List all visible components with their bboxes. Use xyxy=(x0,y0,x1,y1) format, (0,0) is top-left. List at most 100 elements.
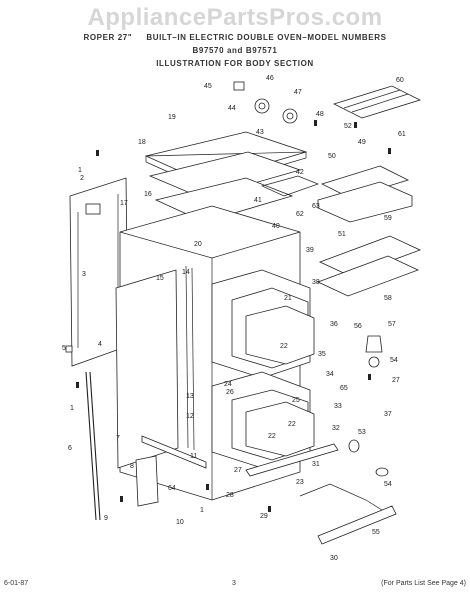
callout-22-2: 22 xyxy=(288,421,296,428)
callout-16: 16 xyxy=(144,191,152,198)
watermark: AppliancePartsPros.com xyxy=(87,4,383,31)
callout-27: 27 xyxy=(234,467,242,474)
callout-36: 36 xyxy=(330,321,338,328)
broil-element-coil xyxy=(343,89,401,109)
header-model-title: BUILT–IN ELECTRIC DOUBLE OVEN–MODEL NUMB… xyxy=(146,33,387,42)
callout-13: 13 xyxy=(186,393,194,400)
callout-12: 12 xyxy=(186,413,194,420)
lower-oven-door-frame xyxy=(245,401,315,457)
gasket-42 xyxy=(260,175,319,197)
callout-1-2: 1 xyxy=(70,405,74,412)
bottom-trim xyxy=(317,505,397,545)
screw-icon xyxy=(96,150,99,156)
oven-rack-lower xyxy=(316,255,420,297)
callout-44: 44 xyxy=(228,105,236,112)
callout-49: 49 xyxy=(358,139,366,146)
lower-element xyxy=(299,483,383,511)
bottom-rail xyxy=(245,443,339,477)
callout-54-2: 54 xyxy=(384,481,392,488)
side-channel xyxy=(185,265,189,449)
callout-15: 15 xyxy=(156,275,164,282)
callout-57: 57 xyxy=(388,321,396,328)
callout-43: 43 xyxy=(256,129,264,136)
callout-47: 47 xyxy=(294,89,302,96)
callout-24: 24 xyxy=(224,381,232,388)
callout-54: 54 xyxy=(390,357,398,364)
trim-strip xyxy=(85,371,97,521)
callout-22: 22 xyxy=(280,343,288,350)
callout-28: 28 xyxy=(226,492,234,499)
bracket xyxy=(135,455,159,507)
callout-23: 23 xyxy=(296,479,304,486)
callout-14: 14 xyxy=(182,269,190,276)
broil-element-coil xyxy=(351,93,409,113)
footer-parts-list-note: (For Parts List See Page 4) xyxy=(381,580,466,587)
callout-64: 64 xyxy=(168,485,176,492)
light-socket xyxy=(365,335,383,353)
callout-27-2: 27 xyxy=(392,377,400,384)
callout-25: 25 xyxy=(292,397,300,404)
callout-35: 35 xyxy=(318,351,326,358)
callout-62: 62 xyxy=(296,211,304,218)
callout-3: 3 xyxy=(82,271,86,278)
header-section-title: ILLUSTRATION FOR BODY SECTION xyxy=(156,59,314,68)
callout-61: 61 xyxy=(398,131,406,138)
callout-52: 52 xyxy=(344,123,352,130)
footer-date: 6-01-87 xyxy=(4,580,29,587)
callout-38: 38 xyxy=(312,279,320,286)
callout-40: 40 xyxy=(272,223,280,230)
callout-4: 4 xyxy=(98,341,102,348)
callout-31: 31 xyxy=(312,461,320,468)
callout-46: 46 xyxy=(266,75,274,82)
callout-59: 59 xyxy=(384,215,392,222)
side-panel xyxy=(115,269,179,469)
upper-oven-door-frame xyxy=(245,305,315,365)
screw-icon xyxy=(368,374,371,380)
callout-45: 45 xyxy=(204,83,212,90)
callout-53: 53 xyxy=(358,429,366,436)
callout-17: 17 xyxy=(120,200,128,207)
header-model-numbers: B97570 and B97571 xyxy=(192,46,278,55)
callout-41: 41 xyxy=(254,197,262,204)
callout-20: 20 xyxy=(194,241,202,248)
callout-6: 6 xyxy=(68,445,72,452)
trim-strip xyxy=(89,371,101,521)
screw-icon xyxy=(120,496,123,502)
side-channel xyxy=(191,267,195,451)
selector-switch xyxy=(233,81,245,91)
oven-rack-upper xyxy=(318,235,422,277)
callout-5: 5 xyxy=(62,345,66,352)
callout-58: 58 xyxy=(384,295,392,302)
clip-icon xyxy=(65,345,73,353)
callout-10: 10 xyxy=(176,519,184,526)
callout-18: 18 xyxy=(138,139,146,146)
insulation-top xyxy=(148,151,302,199)
callout-33: 33 xyxy=(334,403,342,410)
callout-63: 63 xyxy=(312,203,320,210)
callout-1-3: 1 xyxy=(200,507,204,514)
callout-29: 29 xyxy=(260,513,268,520)
screw-icon xyxy=(76,382,79,388)
callout-9: 9 xyxy=(104,515,108,522)
callout-22-3: 22 xyxy=(268,433,276,440)
callout-55: 55 xyxy=(372,529,380,536)
screw-icon xyxy=(388,148,391,154)
header-brand: ROPER 27" xyxy=(83,33,133,42)
callout-7: 7 xyxy=(116,435,120,442)
broiler-pan xyxy=(317,181,413,223)
callout-19: 19 xyxy=(168,114,176,121)
screw-icon xyxy=(206,484,209,490)
callout-8: 8 xyxy=(130,463,134,470)
lamp-holder xyxy=(375,467,389,477)
callout-60: 60 xyxy=(396,77,404,84)
screw-icon xyxy=(268,506,271,512)
callout-1: 1 xyxy=(78,167,82,174)
base-strip xyxy=(141,435,207,469)
callout-39: 39 xyxy=(306,247,314,254)
callout-26: 26 xyxy=(226,389,234,396)
rear-panel-bracket xyxy=(85,203,101,215)
callout-21: 21 xyxy=(284,295,292,302)
screw-icon xyxy=(314,120,317,126)
